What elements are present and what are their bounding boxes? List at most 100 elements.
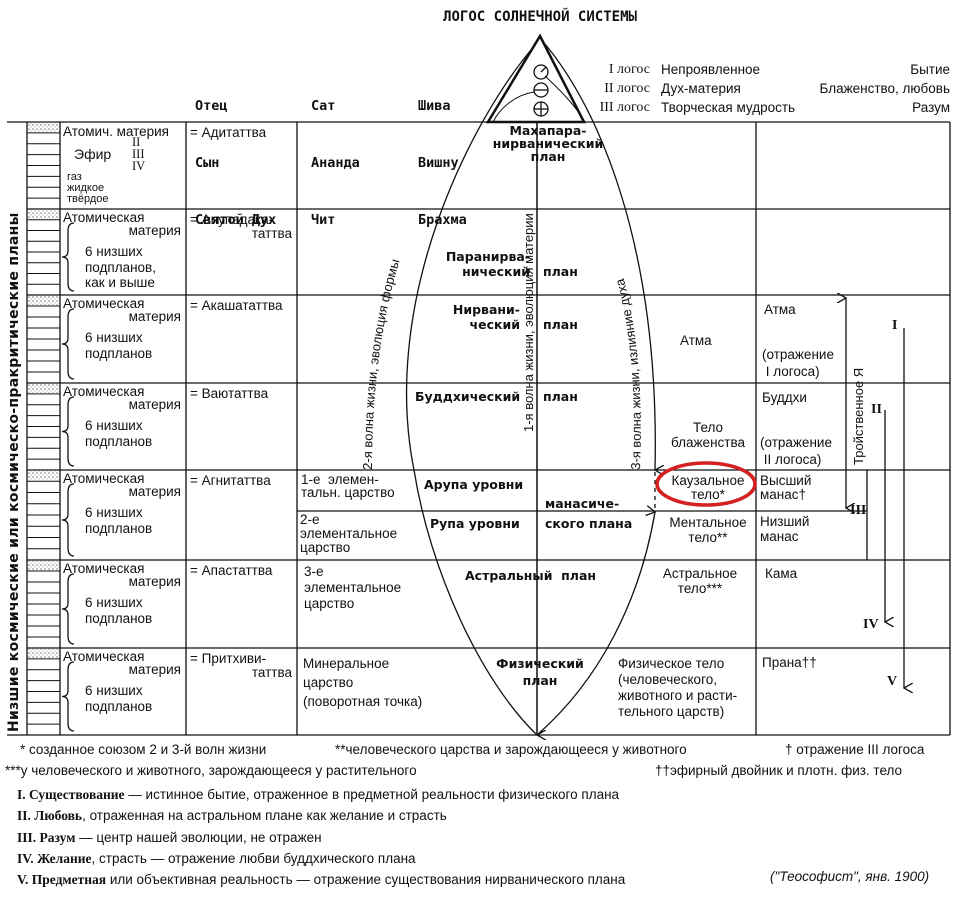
- principle-arrows: [846, 298, 904, 688]
- footnote-star1: * созданное союзом 2 и 3-й волн жизни: [20, 742, 267, 757]
- brace-icon: [61, 308, 75, 380]
- principle-higher-manas: Высший манас†: [760, 473, 812, 502]
- matter-text: Атомическая: [63, 471, 145, 486]
- tattva-anupadaka: = Анупадака-: [190, 212, 274, 227]
- plane-nirvanic: Нирвани- ческий: [452, 302, 520, 332]
- state-solid: твёрдое: [67, 193, 109, 205]
- legend-term: V. Предметная: [17, 872, 107, 888]
- legend-item: V. Предметная или объективная реальность…: [17, 869, 625, 890]
- tattva-vayu: = Ваютаттва: [190, 386, 269, 401]
- logos-row: I логос Непроявленное Бытие: [560, 60, 950, 79]
- legend-item: IV. Желание, страсть — отражение любви б…: [17, 848, 625, 869]
- source-citation: ("Теософист", янв. 1900): [770, 869, 930, 884]
- body-bliss: Тело блаженства: [671, 420, 745, 450]
- legend-text: — истинное бытие, отраженное в предметно…: [124, 787, 620, 802]
- logos-row: III логос Творческая мудрость Разум: [560, 98, 950, 117]
- body-causal: Каузальное тело*: [671, 473, 745, 502]
- legend-text: — центр нашей эволюции, не отражен: [75, 829, 322, 845]
- roman-ii: II: [871, 402, 882, 417]
- matter-text: подпланов: [85, 346, 153, 361]
- body-atma: Атма: [680, 333, 712, 348]
- body-mental: Ментальное тело**: [669, 515, 747, 545]
- matter-text: подпланов,: [85, 260, 156, 275]
- plane-paranirvanic: Паранирва- нический: [445, 249, 530, 279]
- table-grid: [7, 121, 951, 736]
- logos-row: II логос Дух-материя Блаженство, любовь: [560, 79, 950, 98]
- matter-text: Атомическая: [63, 561, 145, 576]
- second-elemental-kingdom: 2-е элементальное царство: [300, 512, 398, 555]
- legend-item: I. Существование — истинное бытие, отраж…: [17, 784, 625, 805]
- plane-manasic: манасиче- ского плана: [545, 496, 633, 531]
- causal-body-highlight: [655, 461, 757, 507]
- principle-buddhi: Буддхи: [762, 390, 807, 405]
- legend-term: III. Разум: [17, 829, 76, 845]
- matter-text: материя: [128, 662, 181, 677]
- ether-levels: II III IV: [132, 135, 146, 173]
- principle-prana: Прана††: [762, 655, 817, 670]
- matter-states: газ жидкое твёрдое: [67, 172, 109, 205]
- atomic-subplane-stipple: [28, 471, 59, 481]
- legend-item: II. Любовь, отраженная на астральном пла…: [17, 805, 625, 826]
- matter-text: подпланов: [85, 521, 153, 536]
- body-astral: Астральное тело***: [662, 566, 738, 596]
- logos-name: III логос: [599, 100, 650, 115]
- matter-text: материя: [128, 223, 181, 238]
- legend-item: III. Разум — центр нашей эволюции, не от…: [17, 827, 625, 848]
- mineral-kingdom: Минеральное царство (поворотная точка): [303, 656, 423, 709]
- ether-label: Эфир: [74, 146, 112, 162]
- logos-quality: Бытие: [910, 62, 950, 77]
- matter-text: подпланов: [85, 611, 153, 626]
- trinity-holy-spirit: Святой Дух: [195, 212, 277, 228]
- trinity-brahma: Брахма: [418, 212, 467, 228]
- matter-text: 6 низших: [85, 683, 143, 698]
- plane-buddhic: Буддхический: [415, 389, 521, 404]
- logos-quality: Блаженство, любовь: [819, 81, 951, 96]
- second-wave-label: 2-я волна жизни, эволюция формы: [360, 257, 402, 470]
- roman-iii: III: [850, 503, 867, 518]
- principle-buddhi-reflection: (отражение II логоса): [760, 435, 832, 467]
- legend-term: II. Любовь: [17, 808, 83, 824]
- matter-text: 6 низших: [85, 505, 143, 520]
- tattva-prithivi: = Притхиви-: [190, 651, 267, 666]
- legend-term: IV. Желание: [17, 850, 92, 866]
- legend-text: , страсть — отражение любви буддхическог…: [91, 850, 416, 866]
- plane-astral: Астральный план: [465, 568, 597, 583]
- logos-aspect: Непроявленное: [661, 62, 761, 77]
- trinity-ananda: Ананда: [311, 155, 360, 171]
- logoi-table: I логос Непроявленное Бытие II логос Дух…: [560, 60, 950, 117]
- brace-icon: [61, 396, 75, 467]
- ether-level: II: [132, 135, 141, 149]
- brace-icon: [61, 483, 75, 557]
- plane-word: план: [543, 317, 578, 332]
- life-waves-lens: [405, 43, 656, 735]
- matter-text: Атомическая: [63, 296, 145, 311]
- footnote-star2: **человеческого царства и зарождающееся …: [335, 742, 687, 757]
- legend-text: , отраженная на астральном плане как жел…: [82, 808, 447, 824]
- principle-atma: Атма: [764, 302, 796, 317]
- subplane-braces: [61, 222, 75, 732]
- trinity-vishnu: Вишну: [418, 155, 459, 171]
- matter-text: 6 низших: [85, 595, 143, 610]
- plane-word: план: [543, 264, 578, 279]
- side-label: Низшие космические или космическо-пракри…: [6, 212, 22, 732]
- atomic-subplane-stipple: [28, 561, 59, 570]
- atomic-subplane-stipple: [28, 384, 59, 393]
- plane-physical: Физический план: [496, 656, 584, 688]
- plane-mahaparanirvanic: Махапара- нирванический план: [492, 123, 604, 164]
- matter-text: 6 низших: [85, 418, 143, 433]
- ether-level: IV: [132, 159, 146, 173]
- matter-text: материя: [128, 397, 181, 412]
- roman-i: I: [892, 318, 898, 333]
- matter-text: материя: [128, 484, 181, 499]
- matter-text: Атомическая: [63, 210, 145, 225]
- footnote-dagger2: ††эфирный двойник и плотн. физ. тело: [655, 763, 903, 778]
- legend-text: или объективная реальность — отражение с…: [106, 872, 626, 888]
- brace-icon: [61, 661, 75, 732]
- trinity-father: Отец: [195, 98, 228, 114]
- matter-text: материя: [128, 309, 181, 324]
- matter-text: 6 низших: [85, 330, 143, 345]
- trinity-shiva: Шива: [418, 98, 451, 114]
- diagram-title: ЛОГОС СОЛНЕЧНОЙ СИСТЕМЫ: [443, 9, 637, 25]
